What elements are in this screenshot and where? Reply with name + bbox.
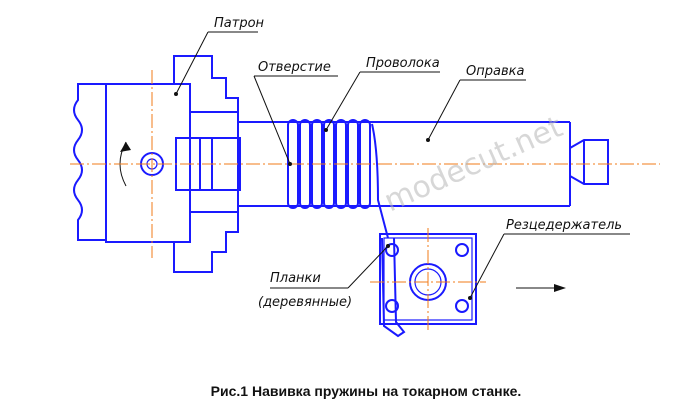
hole-label: Отверстие <box>258 60 331 75</box>
centre-lines <box>70 70 660 332</box>
label-wire: Проволока <box>324 56 440 132</box>
tool-holder-label: Резцедержатель <box>506 218 622 233</box>
mandrel-label: Оправка <box>466 64 524 79</box>
chuck-label: Патрон <box>214 16 265 31</box>
planks-label-line2: (деревянные) <box>258 295 352 310</box>
spring-coils <box>287 119 389 239</box>
mandrel <box>238 121 609 207</box>
planks-label-line1: Планки <box>270 271 321 286</box>
label-hole: Отверстие <box>253 60 338 166</box>
label-chuck: Патрон <box>174 16 265 96</box>
label-mandrel: Оправка <box>426 64 526 142</box>
label-planks: Планки (деревянные) <box>258 244 390 310</box>
figure-caption: Рис.1 Навивка пружины на токарном станке… <box>211 383 522 399</box>
label-tool-holder: Резцедержатель <box>468 218 630 300</box>
feed-arrow <box>516 284 566 292</box>
wire-label: Проволока <box>366 56 440 71</box>
